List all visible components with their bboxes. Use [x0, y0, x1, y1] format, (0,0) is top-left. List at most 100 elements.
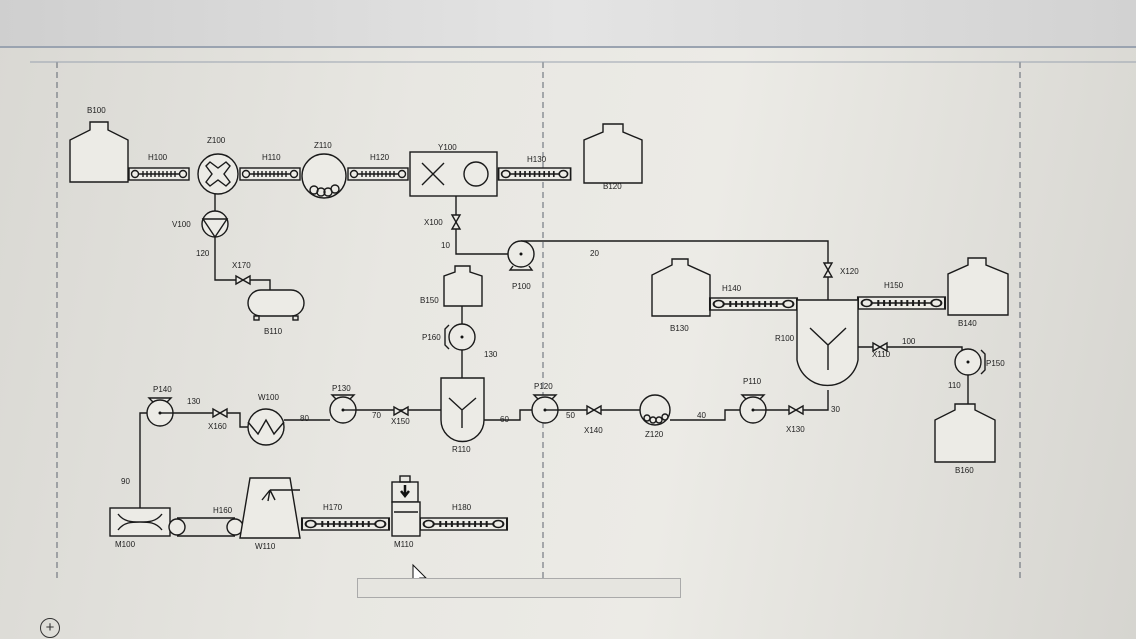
equipment-tag: P120 [534, 382, 553, 391]
line-number: 70 [372, 411, 381, 420]
silo-b130[interactable]: B130 [651, 258, 711, 333]
equipment-tag: H120 [370, 153, 390, 162]
line-number: 100 [902, 337, 916, 346]
pump-p150[interactable]: P150 [954, 348, 1005, 376]
equipment-tag: X170 [232, 261, 251, 270]
equipment-tag: X150 [391, 417, 410, 426]
pump-p130[interactable]: P130 [329, 384, 357, 424]
mill-z120[interactable]: Z120 [639, 394, 671, 439]
silo-b160[interactable]: B160 [934, 403, 996, 475]
mill-z110[interactable]: Z110 [301, 141, 347, 199]
valve-x150[interactable]: X150 [391, 406, 410, 426]
equipment-tag: P150 [986, 359, 1005, 368]
line-number: 90 [121, 477, 130, 486]
equipment-tag: P100 [512, 282, 531, 291]
pump-p120[interactable]: P120 [531, 382, 559, 424]
conveyor-h110[interactable]: H110 [239, 153, 301, 181]
conveyor-h130[interactable]: H130 [497, 155, 572, 181]
valve-x140[interactable]: X140 [584, 405, 603, 435]
line-number: 30 [831, 405, 840, 414]
packer-m110[interactable]: M110 [391, 475, 421, 549]
equipment-tag: X160 [208, 422, 227, 431]
equipment-tag: M110 [394, 540, 414, 549]
conveyor-h100[interactable]: H100 [128, 153, 190, 181]
equipment-tag: W110 [255, 542, 276, 551]
equipment-tag: H170 [323, 503, 343, 512]
conveyor-h180[interactable]: H180 [418, 503, 509, 532]
valve-x170[interactable]: X170 [232, 261, 251, 285]
washer-w110[interactable]: W110 [239, 477, 301, 551]
line-number: 50 [566, 411, 575, 420]
line-number: 60 [500, 415, 509, 424]
valve-x110[interactable]: X110 [872, 342, 891, 359]
equipment-tag: X100 [424, 218, 443, 227]
equipment-tag: H140 [722, 284, 742, 293]
pump-p140[interactable]: P140 [146, 385, 174, 427]
line-number: 20 [590, 249, 599, 258]
add-icon[interactable]: + [40, 618, 60, 638]
equipment-tag: P130 [332, 384, 351, 393]
valve-x160[interactable]: X160 [208, 408, 228, 431]
equipment-tag: B160 [955, 466, 974, 475]
equipment-tag: Z100 [207, 136, 226, 145]
equipment-tag: B150 [420, 296, 439, 305]
mixer-m100[interactable]: M100 [109, 507, 171, 549]
equipment-tag: X130 [786, 425, 805, 434]
line-number: 130 [187, 397, 201, 406]
line-number: 130 [484, 350, 498, 359]
equipment-tag: P110 [743, 377, 762, 386]
silo-b100[interactable]: B100 [69, 106, 129, 183]
equipment-tag: P140 [153, 385, 172, 394]
equipment-tag: X120 [840, 267, 859, 276]
fan-v100[interactable]: V100 [172, 194, 229, 239]
equipment-tag: H180 [452, 503, 472, 512]
crusher-z100[interactable]: Z100 [197, 136, 239, 195]
mixer-y100[interactable]: Y100 [409, 143, 498, 197]
equipment-tag: H110 [262, 153, 281, 162]
equipment-tag: X110 [872, 350, 891, 359]
equipment-tag: H130 [527, 155, 547, 164]
equipment-tag: H160 [213, 506, 233, 515]
conveyor-h150[interactable]: H150 [856, 281, 947, 311]
tank-b110[interactable]: B110 [247, 289, 305, 336]
line-number: 10 [441, 241, 450, 250]
horizontal-scrollbar[interactable] [357, 578, 681, 598]
pump-p160[interactable]: P160 [422, 323, 476, 351]
equipment-tag: Z110 [314, 141, 332, 150]
equipment-tag: Y100 [438, 143, 457, 152]
conveyor-h140[interactable]: H140 [708, 284, 799, 312]
conveyor-h120[interactable]: H120 [347, 153, 409, 181]
equipment-tag: H150 [884, 281, 904, 290]
belt-conveyor-h160[interactable]: H160 [168, 506, 244, 537]
valve-x120[interactable]: X120 [823, 262, 859, 278]
equipment-tag: B110 [264, 327, 283, 336]
line-number: 120 [196, 249, 210, 258]
equipment-tag: H100 [148, 153, 168, 162]
equipment-tag: R110 [452, 445, 471, 454]
heat-exchanger-w100[interactable]: W100 [247, 393, 285, 446]
equipment-tag: M100 [115, 540, 136, 549]
pump-p100[interactable]: P100 [507, 240, 535, 291]
equipment-tag: X140 [584, 426, 603, 435]
equipment-tag: Z120 [645, 430, 664, 439]
equipment-tag: P160 [422, 333, 441, 342]
valve-x100[interactable]: X100 [424, 214, 461, 230]
pump-p110[interactable]: P110 [739, 377, 767, 424]
silo-b150[interactable]: B150 [420, 265, 483, 307]
silo-b120[interactable]: B120 [583, 123, 643, 191]
reactor-r110[interactable]: R110 [440, 377, 485, 454]
equipment-tag: R100 [775, 334, 795, 343]
equipment-tag: B120 [603, 182, 622, 191]
reactor-r100[interactable]: R100 [775, 299, 859, 387]
line-number: 40 [697, 411, 706, 420]
silo-b140[interactable]: B140 [947, 257, 1009, 328]
equipment-tag: B140 [958, 319, 977, 328]
valve-x130[interactable]: X130 [786, 405, 805, 434]
conveyor-h170[interactable]: H170 [300, 503, 391, 532]
piping [139, 196, 969, 508]
equipment-tag: V100 [172, 220, 191, 229]
line-number: 80 [300, 414, 309, 423]
equipment-tag: B130 [670, 324, 689, 333]
equipment-tag: W100 [258, 393, 279, 402]
